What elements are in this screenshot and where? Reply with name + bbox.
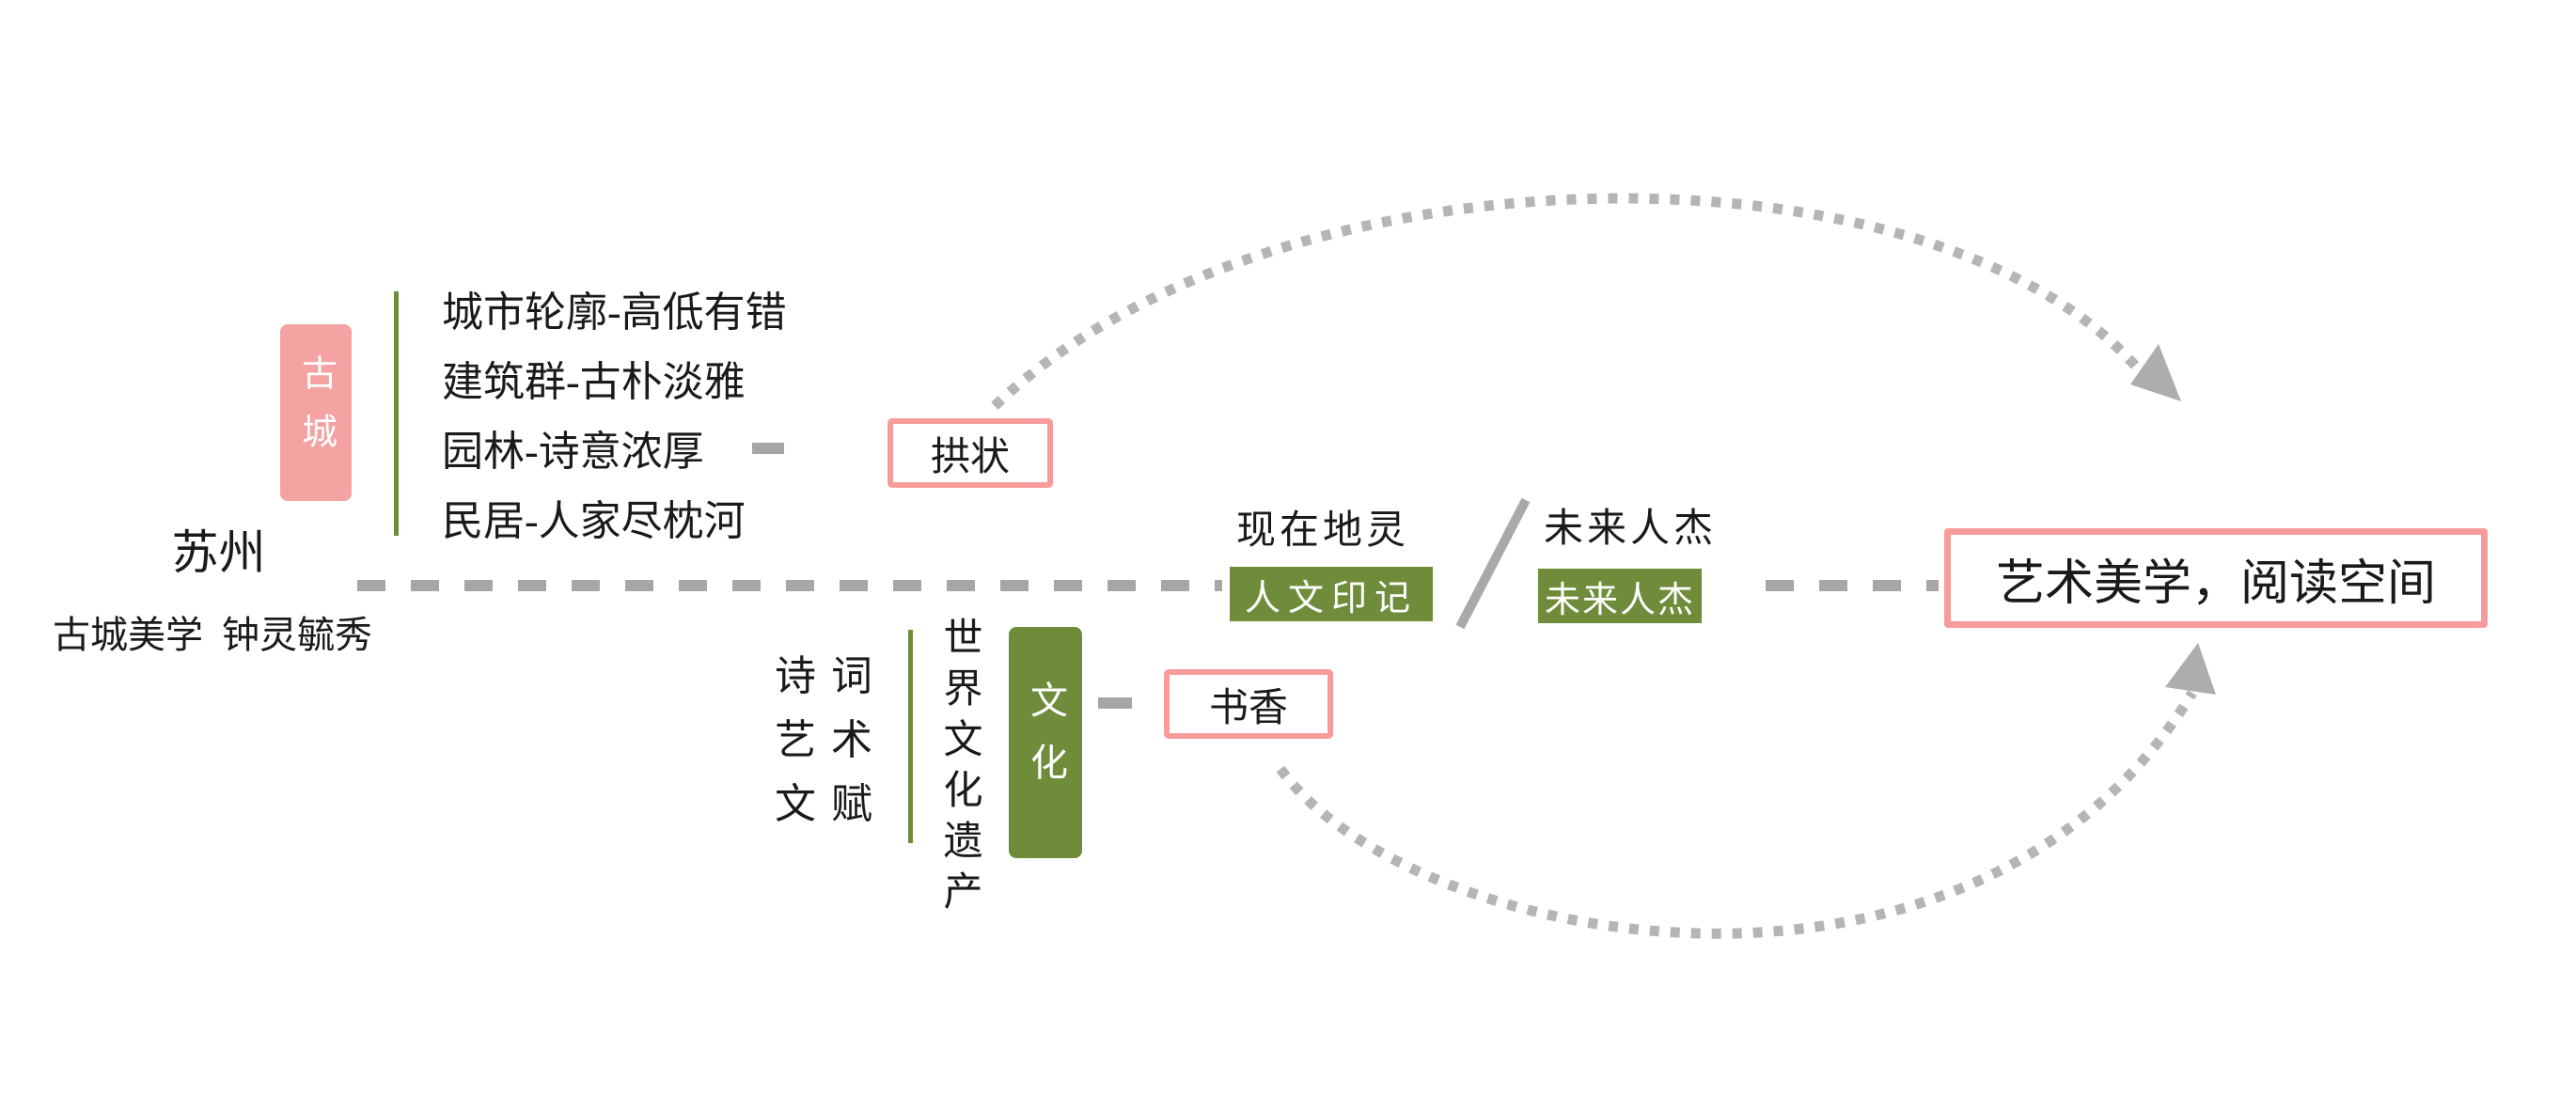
present-box-label: 人文印记 [1244, 578, 1418, 618]
future-box-label: 未来人杰 [1544, 580, 1695, 620]
culture-tag-box: 文化 [1009, 627, 1082, 858]
city-feature-item: 城市轮廓-高低有错 [442, 289, 787, 336]
arrow-down-right-icon [2130, 344, 2181, 401]
connector-dash-shuxiang [1098, 697, 1132, 709]
city-tag-box: 古城 [280, 324, 352, 501]
arc-top-dotted [991, 193, 2141, 410]
future-box: 未来人杰 [1538, 569, 1702, 623]
city-feature-item: 园林-诗意浓厚 [442, 429, 704, 475]
root-subtitle: 古城美学 钟灵毓秀 [53, 614, 372, 656]
culture-tag-label: 文化 [1025, 681, 1067, 805]
connector-dash-gongzhuang [752, 443, 784, 454]
poem-item: 文赋 [775, 781, 887, 827]
result-label: 艺术美学，阅读空间 [1995, 556, 2436, 611]
arrow-up-icon [2165, 643, 2216, 695]
shuxiang-node: 书香 [1164, 669, 1333, 739]
root-title: 苏州 [171, 526, 266, 579]
gongzhuang-node: 拱状 [887, 418, 1053, 488]
branch-line-city [394, 291, 399, 536]
heritage-vertical-label: 世界文化遗产 [937, 617, 981, 921]
city-feature-item: 建筑群-古朴淡雅 [442, 359, 746, 405]
city-feature-item: 民居-人家尽枕河 [442, 498, 746, 544]
city-tag-label: 古城 [295, 354, 336, 471]
present-label: 现在地灵 [1236, 509, 1410, 553]
arc-bottom-dotted [1276, 690, 2197, 939]
poem-item: 艺术 [775, 717, 887, 763]
result-node: 艺术美学，阅读空间 [1944, 528, 2488, 628]
poem-item: 诗词 [775, 653, 887, 699]
gongzhuang-label: 拱状 [930, 435, 1010, 479]
slash-divider [1455, 497, 1531, 630]
future-label: 未来人杰 [1544, 508, 1718, 551]
poem-list: 诗词 艺术 文赋 [775, 645, 887, 837]
present-box: 人文印记 [1230, 567, 1433, 621]
shuxiang-label: 书香 [1208, 686, 1288, 730]
branch-line-culture [908, 630, 913, 843]
city-feature-list: 城市轮廓-高低有错 建筑群-古朴淡雅 园林-诗意浓厚 民居-人家尽枕河 [442, 278, 787, 556]
